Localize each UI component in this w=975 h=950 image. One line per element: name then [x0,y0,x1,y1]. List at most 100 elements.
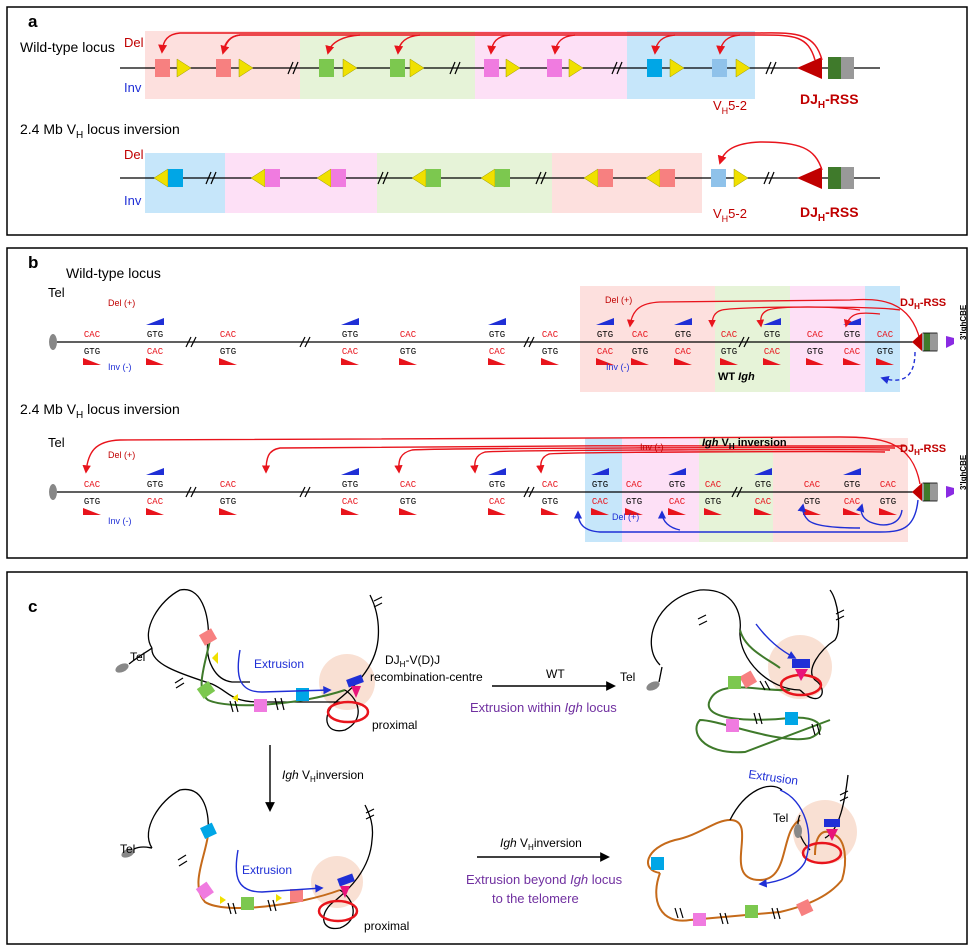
rss-triangle [409,58,425,78]
wt-deletion-arcs [158,32,823,61]
c-inv-caption-1: Extrusion beyond Igh locus [466,872,623,887]
c-extrusion-label-inv: Extrusion [242,863,292,877]
cac-motif: CAC [342,347,359,357]
rss-triangle [238,58,254,78]
deletion-flag [674,358,692,365]
inv-segment-bg-green [377,153,552,213]
deletion-flag [341,508,359,515]
b-dj-rss-triangle [912,333,922,351]
cac-motif: CAC [669,497,686,507]
b-cbe-marker-inv [946,486,954,498]
panel-c-border [6,571,968,945]
c-vh-box [198,628,218,646]
rss-triangle [505,58,521,78]
c-dj-rss-triangle [351,686,361,698]
c-dj-box-wt [792,659,810,668]
gtg-motif: GTG [342,330,358,340]
c-proximal-label-inv: proximal [364,919,409,933]
gtg-motif: GTG [542,497,558,507]
cac-motif: CAC [844,347,861,357]
wt-locus-title: Wild-type locus [20,39,115,55]
del-label: Del [124,35,144,50]
inversion-flag [488,468,506,475]
gtg-motif: GTG [804,497,820,507]
dj-rss-label-inv: DJH-RSS [800,204,859,224]
b-wt-title: Wild-type locus [66,265,161,281]
cac-motif: CAC [597,347,614,357]
inv-segment-bg-red [552,153,702,213]
c-extrusion-arrow [237,649,332,695]
c-telomere-cap [115,663,129,673]
deletion-flag [591,508,609,515]
gtg-motif: GTG [342,480,358,490]
c-wt-label: WT [546,667,565,681]
deletion-flag [341,358,359,365]
cac-motif: CAC [147,347,164,357]
gtg-motif: GTG [844,330,860,340]
vh-gene-box [484,59,499,77]
c-tel-label-inv: Tel [120,842,135,856]
b-del-plus-right: Del (+) [605,295,632,305]
b-inv-bg-red [773,438,908,542]
c-wt-initial-loop: Extrusion Tel DJH-V(D)J recombination-ce… [115,589,483,732]
deletion-flag [219,358,237,365]
b-tel-label-inv: Tel [48,435,65,450]
gtg-motif: GTG [626,497,642,507]
inv-label-inv: Inv [124,193,142,208]
gtg-motif: GTG [220,497,236,507]
c-cohesin-ring-inv [317,899,359,923]
c-vh-box [785,712,798,725]
b-del-plus-blue: Del (+) [612,512,639,522]
deletion-flag [488,508,506,515]
c-extrusion-arrow-inv [235,849,324,893]
rss-triangle [342,58,358,78]
vh-gene-box [647,59,662,77]
c-dj-rss-wt [795,669,808,681]
inversion-flag [146,468,164,475]
telomere-cap-inv [49,484,57,500]
deletion-flag [843,358,861,365]
inversion-flag [754,468,772,475]
gtg-motif: GTG [592,480,608,490]
c-centre-label-2: recombination-centre [370,670,483,684]
panel-c: c Extrusion Tel DJH-V(D)J recombination-… [6,571,968,945]
wt-vh-segments [155,58,751,78]
b-del-plus-inv: Del (+) [108,450,135,460]
c-rss-triangle [276,894,282,902]
b-inv-inversion-arcs [573,499,919,533]
vh-gene-box [265,169,280,187]
vh5-2-label-wt: VH5-2 [713,98,747,116]
panel-b-border [6,247,968,559]
dj-rss-label-wt: DJH-RSS [800,91,859,111]
b-dj-box-inv [924,483,930,501]
inversion-flag [843,468,861,475]
inv-break-marks [205,171,775,185]
c-chromatin-inverted-result [647,818,801,882]
b-inv-deletion-arcs [82,436,921,485]
b-dj-rss-triangle-inv [912,483,922,501]
c-vh-box [241,897,254,910]
deletion-flag [876,358,894,365]
del-label-inv: Del [124,147,144,162]
deletion-flag [399,358,417,365]
b-inv-break-marks [185,486,743,498]
deletion-flag [596,358,614,365]
b-igh-vh-inversion-label: Igh VH inversion [702,437,787,451]
cac-motif: CAC [721,330,738,340]
b-dj-rss-label-wt: DJH-RSS [900,297,946,311]
c-tel-label-wt: Tel [620,670,635,684]
cac-motif: CAC [220,330,237,340]
rss-triangle [735,58,751,78]
b-dj-outline [922,332,938,352]
inversion-flag [146,318,164,325]
b-wt-deletion-arcs [626,298,921,341]
vh-gene-box [331,169,346,187]
deletion-flag [541,508,559,515]
vh-gene-box [319,59,334,77]
cac-motif: CAC [804,480,821,490]
b-tel-label-wt: Tel [48,285,65,300]
gtg-motif: GTG [489,330,505,340]
gtg-motif: GTG [542,347,558,357]
c-tel-label-inv-result: Tel [773,811,788,825]
